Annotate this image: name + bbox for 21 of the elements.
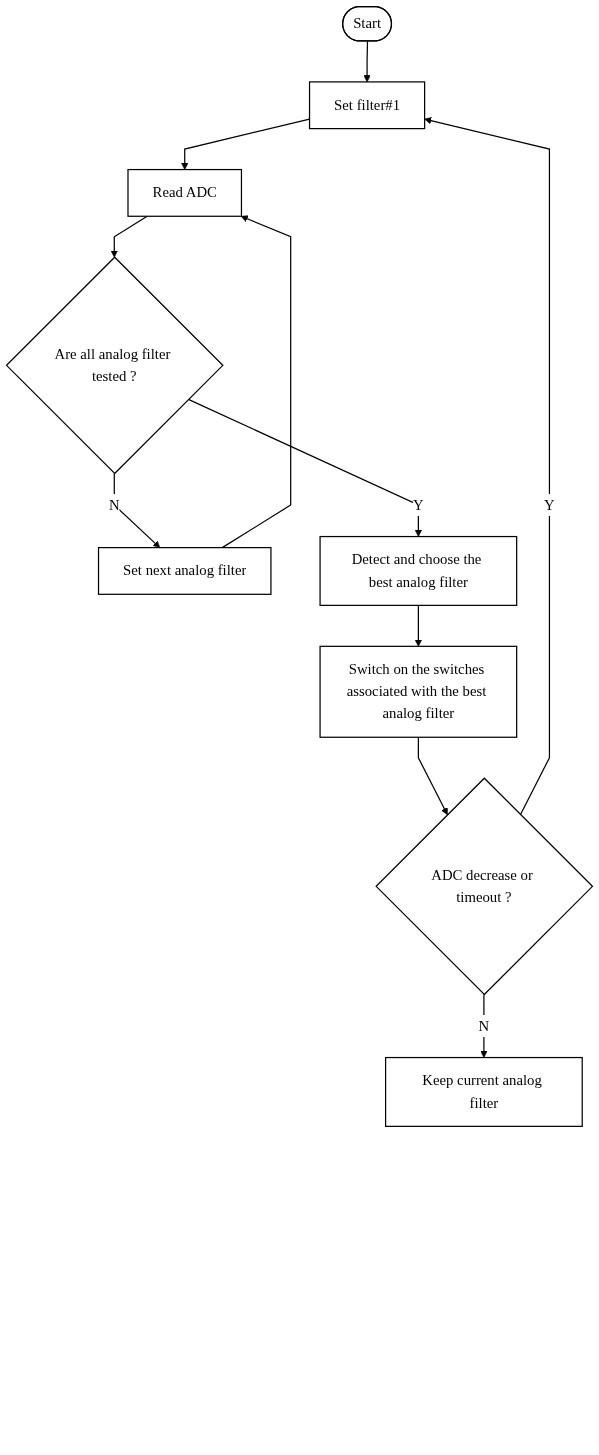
node-diamond: Are all analog filter tested ? [5,256,224,475]
arrow [113,472,161,548]
node-box: Set next analog filter [97,547,272,595]
arrow [363,40,371,83]
edge-label: Y [544,496,555,513]
edge-label: N [478,1017,490,1034]
node-box: Switch on the switches associated with the best analog filter [319,645,518,738]
node-box: Detect and choose the best analog filter [319,535,518,606]
arrow [424,117,551,816]
arrow [187,398,422,537]
node-box: Keep current analog filter [385,1056,583,1127]
node-box: Read ADC [127,168,243,217]
edge-label: N [108,496,120,513]
arrow [414,604,422,647]
edge-label: Y [413,496,424,513]
node-diamond: ADC decrease or timeout ? [375,777,594,996]
arrow [221,215,292,549]
arrow [480,993,488,1058]
node-box: Set filter#1 [308,81,426,130]
arrow [417,736,448,816]
arrow [110,215,148,258]
